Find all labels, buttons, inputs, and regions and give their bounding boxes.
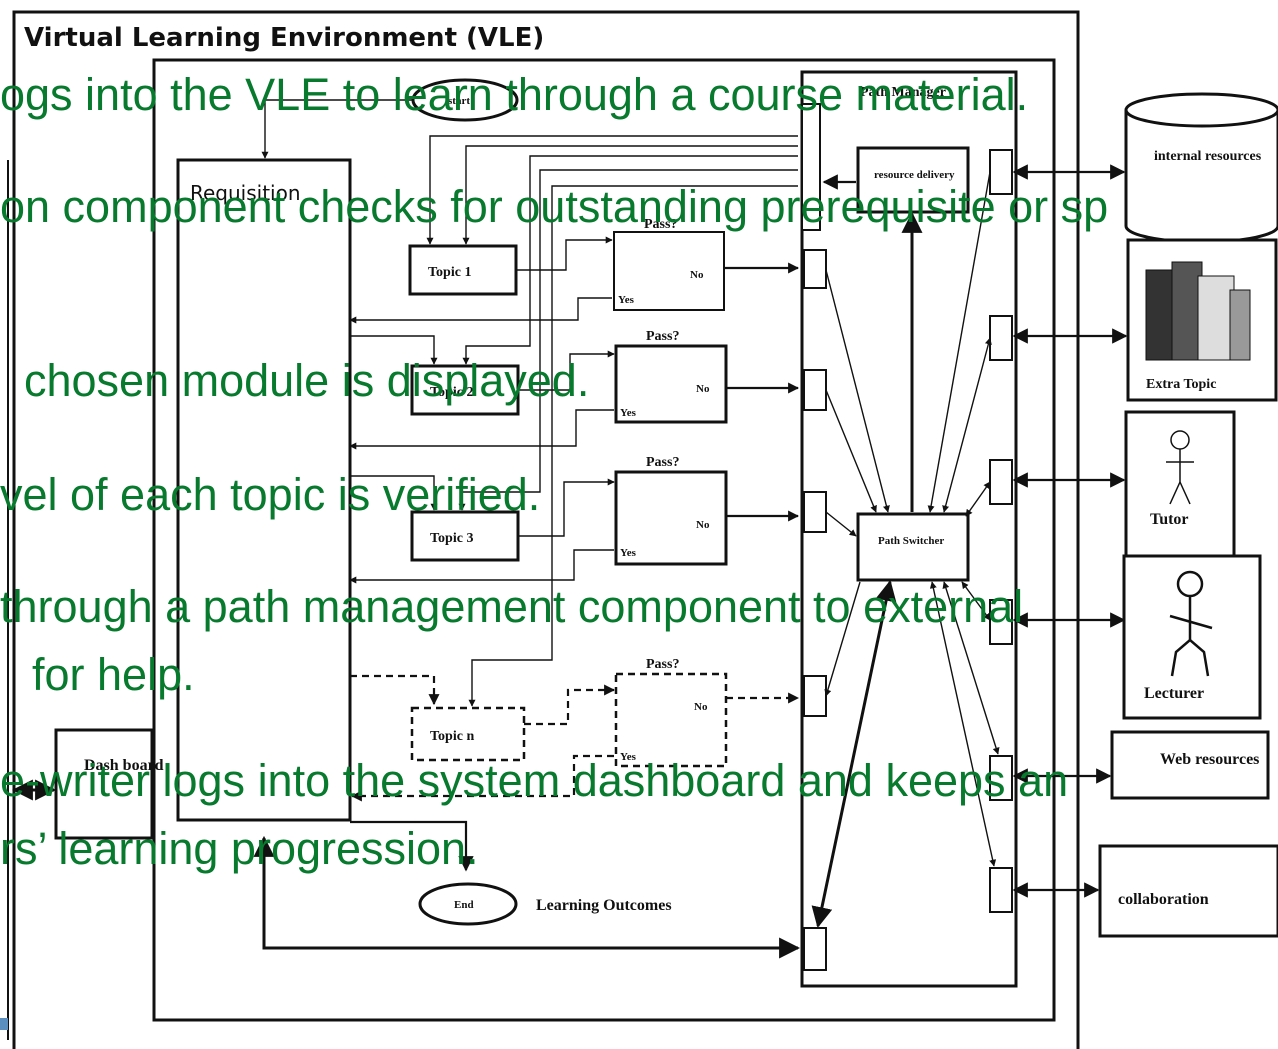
vle-title: Virtual Learning Environment (VLE) (24, 23, 544, 53)
end-node: End (420, 884, 516, 924)
decision-3: Pass? No Yes (616, 455, 726, 564)
svg-text:Web resources: Web resources (1160, 751, 1259, 768)
learning-outcomes-label: Learning Outcomes (536, 897, 672, 914)
svg-text:Path Switcher: Path Switcher (878, 535, 944, 547)
port-r2 (990, 316, 1012, 360)
svg-text:Tutor: Tutor (1150, 511, 1189, 528)
caption-line-5: through a path management component to e… (0, 584, 1023, 629)
port-l4 (804, 676, 826, 716)
caption-line-7: e-writer logs into the system dashboard … (0, 758, 1068, 803)
svg-text:No: No (696, 383, 710, 395)
svg-text:internal resources: internal resources (1154, 149, 1262, 164)
svg-text:No: No (690, 269, 704, 281)
port-l1 (804, 250, 826, 288)
topic-1: Topic 1 (410, 246, 516, 294)
port-r6 (990, 868, 1012, 912)
decision-2: Pass? No Yes (616, 329, 726, 422)
port-l3 (804, 492, 826, 532)
svg-text:No: No (694, 701, 708, 713)
tutor-box: Tutor (1126, 412, 1234, 568)
svg-text:Lecturer: Lecturer (1144, 685, 1204, 702)
svg-text:No: No (696, 519, 710, 531)
caption-line-6: for help. (32, 652, 195, 697)
collaboration-box: collaboration (1100, 846, 1278, 936)
web-resources-box: Web resources (1112, 732, 1268, 798)
svg-text:Topic 3: Topic 3 (430, 531, 473, 546)
extra-topic-box: Extra Topic (1128, 240, 1276, 400)
svg-text:Extra Topic: Extra Topic (1146, 377, 1216, 392)
port-r3 (990, 460, 1012, 504)
svg-text:Topic 1: Topic 1 (428, 265, 471, 280)
svg-text:Yes: Yes (620, 547, 637, 559)
internal-resources-cylinder: internal resources (1126, 94, 1278, 242)
svg-text:Topic n: Topic n (430, 729, 474, 744)
port-l2 (804, 370, 826, 410)
port-l5 (804, 928, 826, 970)
svg-text:collaboration: collaboration (1118, 891, 1209, 908)
svg-text:End: End (454, 899, 474, 911)
caption-line-2: on component checks for outstanding prer… (0, 184, 1108, 229)
caption-line-8: rs’ learning progression. (0, 826, 479, 871)
path-switcher-box: Path Switcher (858, 514, 968, 580)
decision-n: Pass? No Yes (616, 657, 726, 766)
svg-text:Yes: Yes (618, 294, 635, 306)
caption-line-4: vel of each topic is verified. (0, 472, 540, 517)
caption-line-3: chosen module is displayed. (24, 358, 589, 403)
lecturer-box: Lecturer (1124, 556, 1260, 718)
svg-text:Yes: Yes (620, 407, 637, 419)
svg-text:Pass?: Pass? (646, 657, 679, 672)
svg-text:Pass?: Pass? (646, 329, 679, 344)
topic-n: Topic n (412, 708, 524, 760)
svg-text:resource delivery: resource delivery (874, 169, 955, 181)
books-icon (1146, 262, 1250, 360)
caption-line-1: ogs into the VLE to learn through a cour… (0, 72, 1028, 117)
svg-text:Pass?: Pass? (646, 455, 679, 470)
